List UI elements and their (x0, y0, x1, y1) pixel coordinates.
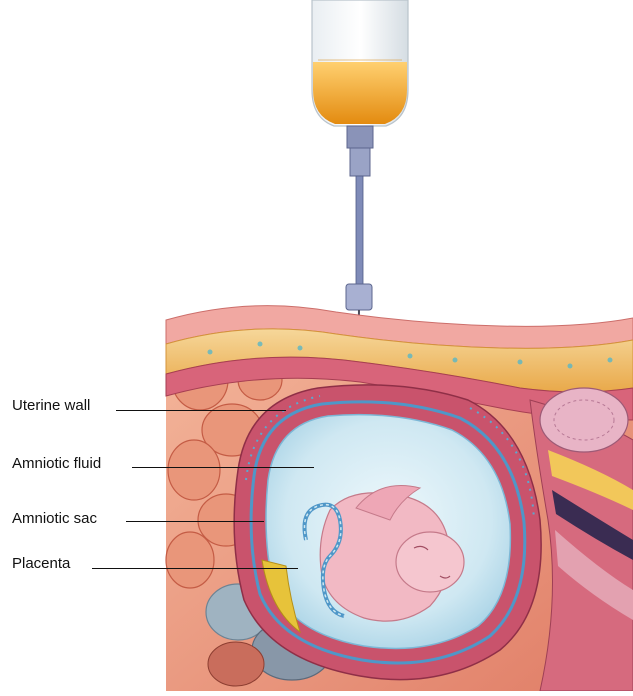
leader-amniotic-sac (126, 521, 264, 522)
syringe-hub (347, 126, 373, 148)
needle-guide (346, 284, 372, 310)
label-uterine-wall: Uterine wall (12, 397, 90, 415)
label-amniotic-sac: Amniotic sac (12, 510, 97, 528)
syringe-fluid (313, 62, 407, 124)
bladder (540, 388, 628, 452)
leader-uterine-wall (116, 410, 286, 411)
label-amniotic-fluid: Amniotic fluid (12, 455, 101, 473)
label-placenta: Placenta (12, 555, 70, 573)
needle (356, 176, 363, 286)
fetus-head (396, 532, 464, 592)
leader-placenta (92, 568, 298, 569)
leader-amniotic-fluid (132, 467, 314, 468)
